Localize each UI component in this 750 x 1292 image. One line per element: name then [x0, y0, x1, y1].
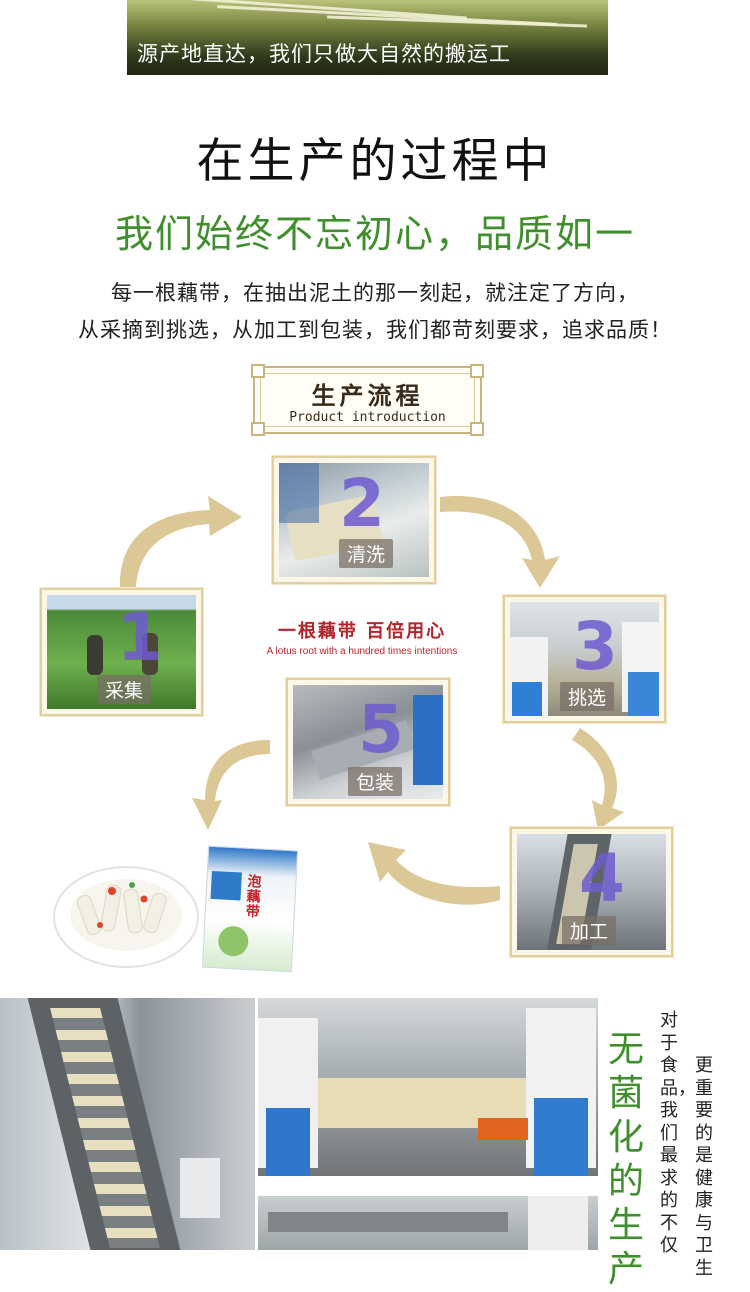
vertical-text-2: 更重要的是健康与卫生	[695, 1055, 713, 1279]
step-1-label: 采集	[97, 675, 152, 704]
step-5-card: 5 包装	[286, 678, 450, 806]
arrow-icon	[119, 496, 242, 588]
step-1-card: 1 采集	[40, 588, 203, 716]
process-title: 生产流程	[311, 381, 424, 410]
step-3-number: 3	[572, 608, 618, 685]
step-3-label: 挑选	[560, 682, 615, 711]
arrow-icon	[572, 728, 624, 830]
step-1-photo: 1 采集	[47, 595, 196, 709]
step-5-label: 包装	[348, 767, 403, 796]
step-2-photo: 2 清洗	[279, 463, 429, 577]
process-subtitle: Product introduction	[289, 410, 446, 425]
process-header: 生产流程 Product introduction	[251, 364, 484, 436]
side-title: 无菌化的生产	[608, 1029, 645, 1290]
process-arrows	[119, 495, 624, 905]
processing-photo	[258, 1196, 598, 1250]
process-slogan-en: A lotus root with a hundred times intent…	[266, 646, 458, 657]
banner-caption: 源产地直达，我们只做大自然的搬运工	[137, 42, 511, 66]
description-line-2: 从采摘到挑选，从加工到包装，我们都苛刻要求，追求品质！	[78, 318, 672, 342]
step-1-number: 1	[117, 599, 163, 676]
step-5-number: 5	[358, 691, 404, 768]
product-plate	[52, 855, 200, 970]
arrow-icon	[368, 842, 500, 905]
step-4-number: 4	[579, 840, 625, 917]
step-4-card: 4 加工	[510, 827, 673, 957]
top-banner: 源产地直达，我们只做大自然的搬运工	[127, 0, 608, 75]
arrow-icon	[440, 495, 560, 588]
package-title: 泡藕带	[245, 873, 262, 921]
sorting-photo	[258, 998, 598, 1176]
page-title: 在生产的过程中	[196, 134, 554, 189]
step-5-photo: 5 包装	[293, 685, 443, 799]
step-3-photo: 3 挑选	[510, 602, 659, 716]
arrow-icon	[192, 740, 270, 830]
step-2-number: 2	[339, 465, 385, 542]
step-4-label: 加工	[562, 916, 617, 945]
process-slogan: 一根藕带 百倍用心	[277, 621, 447, 642]
step-3-card: 3 挑选	[503, 595, 666, 723]
step-2-label: 清洗	[339, 539, 394, 568]
vertical-text-1: 对于食品，我们最求的不仅	[660, 1010, 696, 1256]
page-subtitle: 我们始终不忘初心，品质如一	[114, 212, 635, 256]
step-2-card: 2 清洗	[272, 456, 436, 584]
conveyor-photo	[0, 998, 255, 1250]
step-4-photo: 4 加工	[517, 834, 666, 950]
description-line-1: 每一根藕带，在抽出泥土的那一刻起，就注定了方向，	[111, 281, 639, 305]
product-package: 泡藕带	[201, 845, 299, 973]
